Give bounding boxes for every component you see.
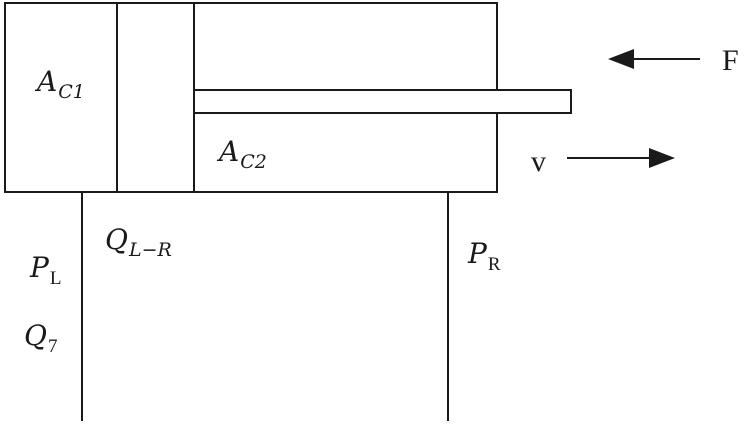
pressure-left-label: PL (30, 251, 62, 289)
pressure-right-label: PR (468, 237, 501, 275)
area-right-label: AC2 (219, 135, 267, 173)
velocity-arrow (567, 148, 675, 168)
piston (116, 2, 195, 193)
flow-in-label: Q7 (24, 319, 58, 357)
area-left-label: AC1 (37, 65, 85, 103)
force-arrow (608, 49, 700, 69)
force-label: F (722, 44, 739, 77)
piston-rod (193, 89, 572, 114)
velocity-label: v (531, 145, 546, 178)
leakage-flow-label: QL−R (105, 223, 172, 261)
